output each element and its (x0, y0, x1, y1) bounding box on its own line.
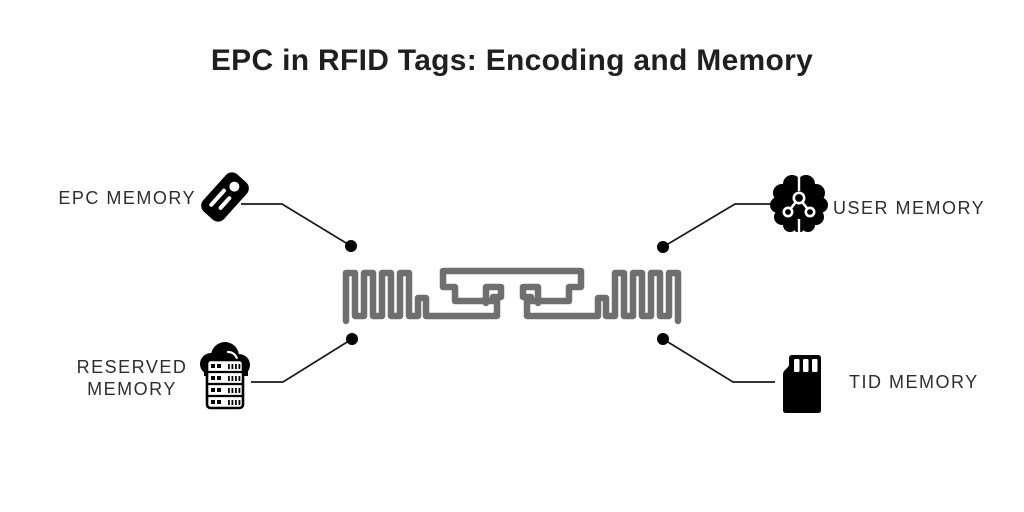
rfid-antenna-graphic (342, 267, 682, 325)
tid-memory-label: TID MEMORY (849, 372, 979, 392)
connector-dots (345, 240, 669, 345)
dot-epc (345, 240, 357, 252)
connector-user (662, 203, 771, 248)
dot-user (657, 241, 669, 253)
connector-lines (241, 203, 775, 383)
page-title: EPC in RFID Tags: Encoding and Memory (210, 44, 814, 77)
connector-epc (241, 203, 352, 247)
user-memory-label: USER MEMORY (833, 198, 986, 218)
price-tag-icon (201, 172, 249, 222)
reserved-memory-label: RESERVED MEMORY (76, 357, 188, 399)
dot-reserved (346, 333, 358, 345)
antenna-chip-pad-left (482, 283, 505, 307)
connector-reserved (251, 338, 353, 383)
brain-circuit-icon (770, 175, 828, 234)
cloud-server-icon (200, 342, 250, 410)
antenna-main-trace (342, 267, 682, 325)
dot-tid (657, 333, 669, 345)
connector-tid (662, 338, 775, 383)
antenna-chip-pad-right (519, 283, 542, 307)
sd-card-icon (783, 355, 821, 413)
epc-memory-label: EPC MEMORY (58, 188, 196, 208)
